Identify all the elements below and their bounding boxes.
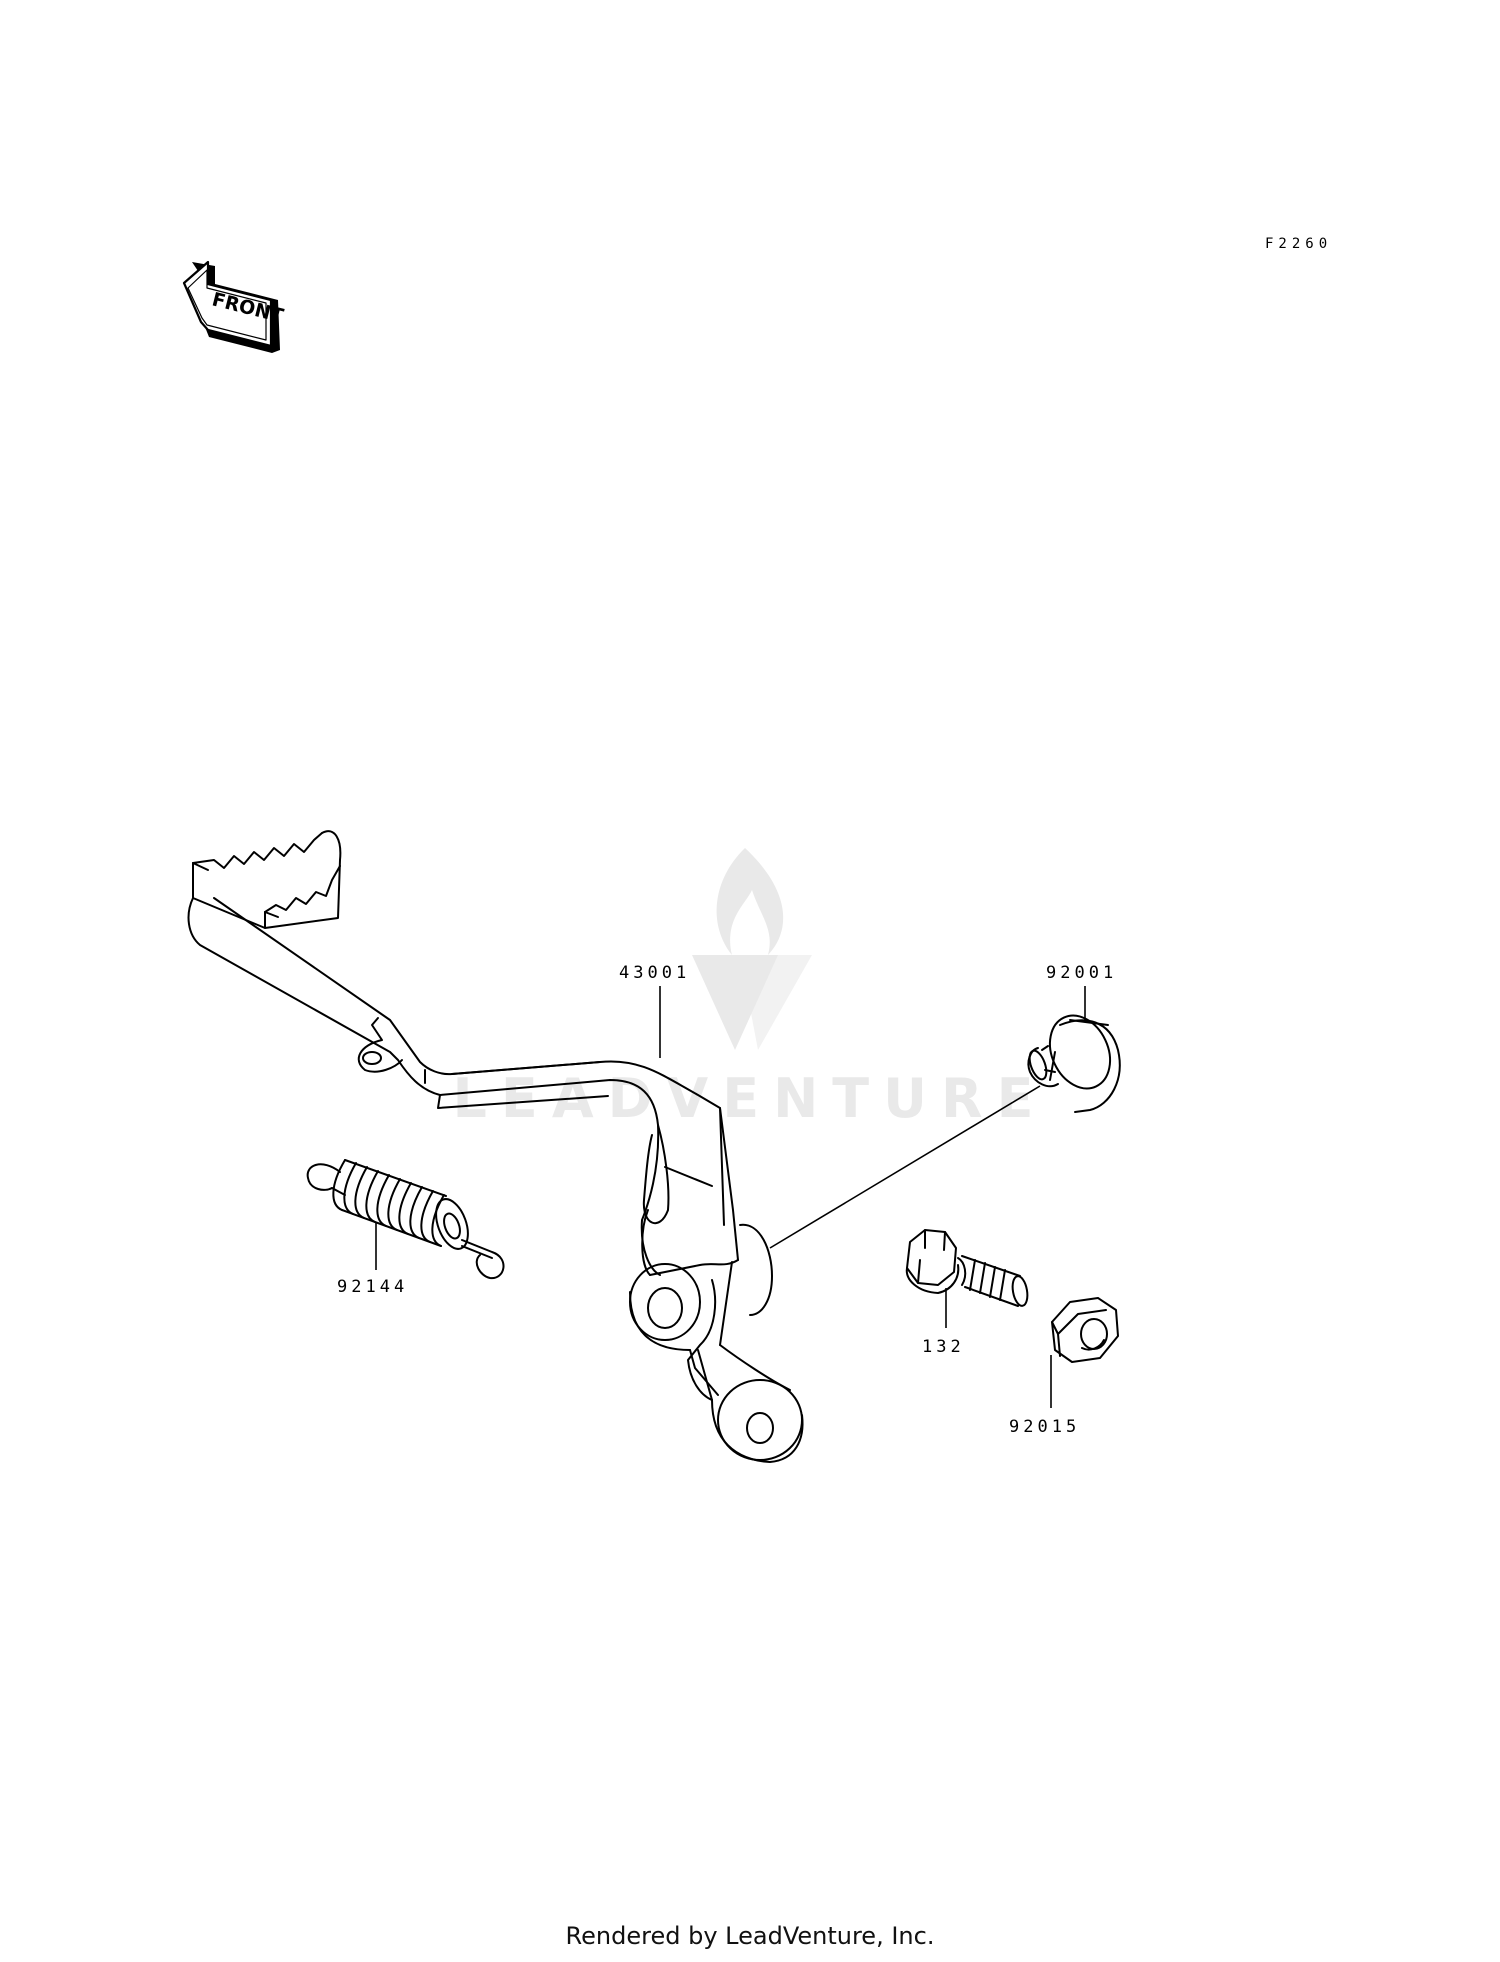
- part-number-132: 132: [922, 1337, 965, 1357]
- diagram-ref-code: F2260: [1265, 236, 1332, 252]
- part-number-92015: 92015: [1009, 1417, 1080, 1437]
- part-number-92001: 92001: [1046, 963, 1117, 983]
- flange-bolt-drawing: [905, 1229, 1029, 1307]
- render-credit: Rendered by LeadVenture, Inc.: [565, 1922, 935, 1950]
- return-spring-drawing: [306, 1159, 505, 1280]
- leader-lines: [375, 986, 1086, 1408]
- brake-pedal-drawing: [187, 830, 804, 1463]
- pivot-bolt-drawing: [1027, 1014, 1121, 1113]
- leadventure-watermark: LEADVENTURE: [453, 848, 1048, 1130]
- part-number-43001: 43001: [619, 963, 690, 983]
- watermark-text: LEADVENTURE: [453, 1067, 1048, 1130]
- nut-drawing: [1051, 1297, 1119, 1363]
- part-number-92144: 92144: [337, 1277, 408, 1297]
- front-arrow-icon: FRONT: [182, 260, 286, 353]
